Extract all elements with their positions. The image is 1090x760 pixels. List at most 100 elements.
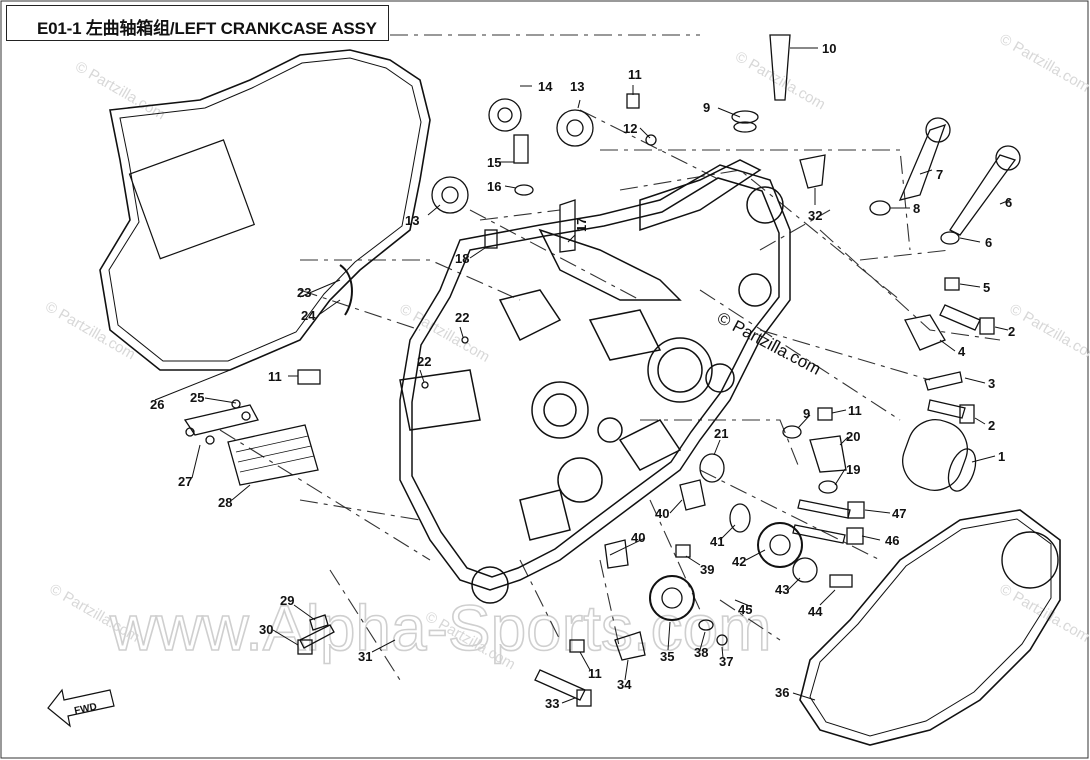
callout: 33 xyxy=(545,696,559,711)
callout: 32 xyxy=(808,208,822,223)
callout: 11 xyxy=(628,67,642,82)
callout: 30 xyxy=(259,622,273,637)
callout: 21 xyxy=(714,426,728,441)
small-parts xyxy=(183,34,1021,707)
callout: 42 xyxy=(732,554,746,569)
callout: 4 xyxy=(958,344,966,359)
dowel-11d xyxy=(297,369,321,385)
dowel-11c xyxy=(569,639,585,653)
dowel-18 xyxy=(484,229,498,249)
shaft-40 xyxy=(679,479,706,511)
callout: 38 xyxy=(694,645,708,660)
callout: 31 xyxy=(358,649,372,664)
cap-32 xyxy=(799,154,826,189)
callout: 29 xyxy=(280,593,294,608)
bearing-13 xyxy=(556,109,594,147)
left-cover-gasket xyxy=(99,49,431,371)
oil-filter-1 xyxy=(902,419,968,491)
oring-9b xyxy=(782,425,802,439)
watermark-partzilla: © Partzilla.com xyxy=(1007,301,1090,366)
callout: 11 xyxy=(588,666,602,681)
gear-35 xyxy=(649,575,695,621)
callout: 2 xyxy=(1008,324,1015,339)
callout: 16 xyxy=(487,179,501,194)
callout: 2 xyxy=(988,418,995,433)
bolt-46 xyxy=(792,524,846,544)
bolt-47 xyxy=(797,499,851,519)
callout: 7 xyxy=(936,167,943,182)
callout-labels: 10 14 13 11 9 12 15 16 7 8 6 6 13 32 17 … xyxy=(150,41,1015,711)
seal-23 xyxy=(339,264,353,316)
bolt-3 xyxy=(924,371,963,391)
left-cover-gasket-inner xyxy=(108,57,422,362)
washer-19 xyxy=(818,480,838,494)
bearing-14 xyxy=(488,98,522,132)
washer-16 xyxy=(514,184,534,196)
washer-29 xyxy=(309,614,329,631)
sensor-15 xyxy=(513,134,529,164)
callout: 14 xyxy=(538,79,553,94)
callout: 15 xyxy=(487,155,501,170)
watermark-alpha-sports: www.Alpha-Sports.com xyxy=(109,592,772,664)
callout: 47 xyxy=(892,506,906,521)
callout: 6 xyxy=(985,235,992,250)
callout: 27 xyxy=(178,474,192,489)
dowel-11 xyxy=(626,93,640,109)
seal-21 xyxy=(699,453,725,483)
watermark-partzilla: © Partzilla.com xyxy=(42,298,138,363)
callout: 5 xyxy=(983,280,990,295)
callout: 34 xyxy=(617,677,632,692)
callout: 45 xyxy=(738,602,752,617)
callout: 1 xyxy=(998,449,1005,464)
callout: 40 xyxy=(631,530,645,545)
leader-lines xyxy=(154,47,1011,704)
fwd-arrow: FWD xyxy=(47,688,115,728)
stud-17 xyxy=(559,199,576,253)
valve-10 xyxy=(769,34,791,101)
pin-22 xyxy=(461,336,469,344)
callout: 43 xyxy=(775,582,789,597)
callout: 13 xyxy=(570,79,584,94)
watermark-partzilla: © Partzilla.com xyxy=(997,31,1090,96)
callout: 44 xyxy=(808,604,823,619)
callout: 36 xyxy=(775,685,789,700)
plug-12 xyxy=(645,134,657,146)
callout: 8 xyxy=(913,201,920,216)
gasket-ring xyxy=(1001,531,1059,589)
callout: 22 xyxy=(455,310,469,325)
oring-6b xyxy=(940,231,960,245)
callout: 23 xyxy=(297,285,311,300)
bolt-2b xyxy=(927,399,966,419)
watermark-partzilla: © Partzilla.com xyxy=(397,301,493,366)
callout: 10 xyxy=(822,41,836,56)
callout: 18 xyxy=(455,251,469,266)
callout: 25 xyxy=(190,390,204,405)
callout: 39 xyxy=(700,562,714,577)
clip-37 xyxy=(716,634,728,646)
callout: 19 xyxy=(846,462,860,477)
callout: 11 xyxy=(848,403,862,418)
diagram-title: E01-1 左曲轴箱组/LEFT CRANKCASE ASSY xyxy=(37,19,377,38)
dowel-11b xyxy=(817,407,833,421)
callout: 37 xyxy=(719,654,733,669)
oring-9 xyxy=(731,110,759,124)
callout: 20 xyxy=(846,429,860,444)
callout: 22 xyxy=(417,354,431,369)
callout: 6 xyxy=(1005,195,1012,210)
callout: 11 xyxy=(268,369,282,384)
bolt-30 xyxy=(299,624,335,649)
dipstick-tube-7 xyxy=(898,123,947,201)
screen-28 xyxy=(227,424,319,486)
callout: 41 xyxy=(710,534,724,549)
watermark-partzilla: © Partzilla.com xyxy=(997,581,1090,646)
dipstick-8 xyxy=(949,154,1017,236)
callout: 17 xyxy=(574,218,589,232)
callout: 24 xyxy=(301,308,316,323)
gear-42 xyxy=(757,522,803,568)
bolt-33 xyxy=(534,669,586,701)
bolt-2 xyxy=(939,304,981,331)
right-cover-gasket xyxy=(799,509,1061,746)
